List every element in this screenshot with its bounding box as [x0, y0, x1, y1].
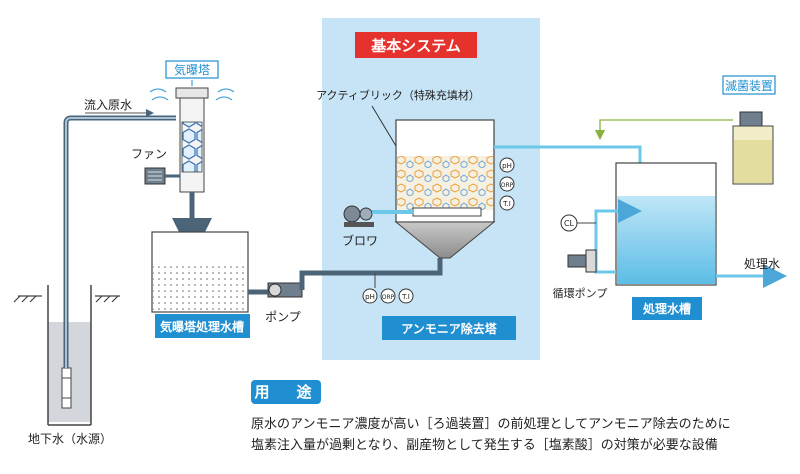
- feed-pipe: [248, 258, 443, 295]
- system-header-box: [355, 32, 477, 58]
- system-header-label: 基本システム: [370, 37, 461, 55]
- usage-line-1: 原水のアンモニア濃度が高い［ろ過装置］の前処理としてアンモニア除去のために: [251, 417, 731, 432]
- usage-line-2: 塩素注入量が過剰となり、副産物として発生する［塩素酸］の対策が必要な設備: [251, 438, 718, 453]
- ammonia-tower-label-box: [382, 316, 516, 340]
- fan-icon: [144, 167, 180, 185]
- sterilizer-label: 滅菌装置: [725, 79, 773, 93]
- treated-tank-label: 処理水槽: [642, 301, 691, 316]
- tower-sensors: pH ORP T.I: [499, 157, 515, 211]
- circulation-pump-label: 循環ポンプ: [553, 287, 608, 300]
- groundwater-well: [47, 285, 92, 426]
- blower-icon: [343, 205, 414, 227]
- active-brick-label: アクティブリック（特殊充填材）: [316, 88, 480, 102]
- air-exhaust-icon: [149, 80, 235, 101]
- treated-tank-label-box: [632, 297, 702, 320]
- tower-tank-label-box: [155, 314, 250, 338]
- tower-tank-label: 気曝塔処理水槽: [160, 319, 244, 334]
- blower-label: ブロワ: [342, 233, 378, 248]
- inflow-raw-water-label: 流入原水: [84, 98, 132, 112]
- circulation-pipe: [594, 199, 642, 274]
- fan-label: ファン: [131, 147, 167, 161]
- inline-sensors: pH ORP T.I: [362, 273, 414, 304]
- stripping-tower-label: 気曝塔: [174, 62, 210, 77]
- svg-text:ORP: ORP: [501, 182, 514, 189]
- treated-water-label: 処理水: [744, 257, 780, 271]
- svg-text:CL: CL: [564, 219, 575, 228]
- circulation-pump-icon: [567, 249, 597, 273]
- inflow-pipe: [63, 115, 176, 368]
- svg-text:T.I: T.I: [502, 200, 511, 208]
- sterilizer-label-box: [722, 75, 776, 95]
- tower-tank: [151, 231, 249, 313]
- treated-tank: [615, 162, 717, 286]
- ground-surface: [13, 295, 120, 303]
- ammonia-tower: [394, 119, 496, 259]
- groundwater-label: 地下水（水源）: [28, 432, 112, 446]
- svg-text:pH: pH: [365, 293, 375, 301]
- cl-sensor: CL: [560, 214, 596, 232]
- chlorine-feed-line: [594, 119, 733, 141]
- svg-text:T.I: T.I: [401, 293, 410, 301]
- svg-text:ORP: ORP: [382, 294, 395, 301]
- stripping-tower-label-box: [165, 60, 219, 79]
- svg-text:pH: pH: [502, 162, 512, 170]
- sterilizer-unit: [732, 111, 774, 185]
- pump-icon: [267, 282, 303, 298]
- ammonia-tower-label: アンモニア除去塔: [401, 321, 498, 336]
- stripping-tower: [175, 87, 209, 193]
- usage-title: 用 途: [251, 380, 321, 404]
- pump-label: ポンプ: [265, 310, 301, 324]
